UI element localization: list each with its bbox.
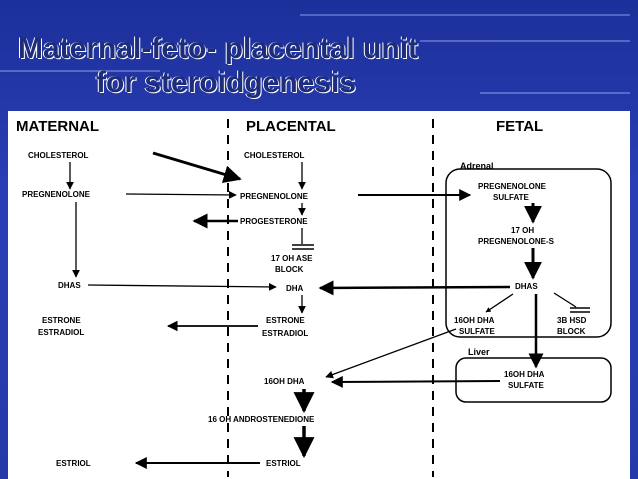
fetal-16oh-dha-sulfate-line2: SULFATE: [459, 327, 496, 336]
fetal-dhas: DHAS: [515, 282, 538, 291]
arrow-fetal-dhas-hsd: [553, 292, 577, 308]
arrow-maternal-dhas-dha: [87, 283, 277, 291]
placental-cholesterol: CHOLESTEROL: [244, 151, 305, 160]
arrow-liver-16oh-dha-placenta: [330, 375, 501, 388]
fetal-3b-hsd-line2: BLOCK: [557, 327, 586, 336]
header-maternal: MATERNAL: [16, 118, 99, 135]
placental-block-line2: BLOCK: [275, 265, 304, 274]
header-fetal: FETAL: [496, 118, 543, 135]
fetal-3b-hsd-line1: 3B HSD: [557, 316, 587, 325]
placental-estriol: ESTRIOL: [266, 459, 301, 468]
arrow-fetal-dhas-16oh: [485, 293, 514, 313]
placental-progesterone: PROGESTERONE: [240, 217, 308, 226]
fetal-liver-16oh-dha-line1: 16OH DHA: [504, 370, 545, 379]
adrenal-box: [445, 168, 612, 338]
arrow-fetal-16oh-dha-sulfate-placenta: [325, 328, 457, 379]
fetal-liver-16oh-dha-line2: SULFATE: [508, 381, 545, 390]
fetal-pregnenolone-sulfate-line2: SULFATE: [493, 193, 530, 202]
placental-pregnenolone: PREGNENOLONE: [240, 192, 309, 201]
placental-estradiol: ESTRADIOL: [262, 329, 308, 338]
fetal-pregnenolone-sulfate-line1: PREGNENOLONE: [478, 182, 547, 191]
title-line-1: Maternal-feto- placental unit: [18, 32, 419, 65]
placental-16oh-dha: 16OH DHA: [264, 377, 305, 386]
liver-box: [455, 357, 612, 403]
arrow-maternal-placental-cholesterol: [152, 151, 242, 183]
background-streak: [420, 40, 630, 42]
fetal-liver-label: Liver: [468, 347, 490, 357]
maternal-cholesterol: CHOLESTEROL: [28, 151, 89, 160]
maternal-dhas: DHAS: [58, 281, 81, 290]
arrow-maternal-placental-pregnenolone: [125, 191, 237, 199]
background-streak: [0, 70, 160, 72]
slide-title: Maternal-feto- placental unit for steroi…: [18, 32, 478, 100]
placental-block-line1: 17 OH ASE: [271, 254, 313, 263]
maternal-estradiol: ESTRADIOL: [38, 328, 84, 337]
fetal-17oh-line2: PREGNENOLONE-S: [478, 237, 555, 246]
title-line-2: for steroidgenesis: [96, 66, 357, 99]
maternal-estrone: ESTRONE: [42, 316, 81, 325]
background-streak: [480, 92, 630, 94]
placental-16oh-androstenedione: 16 OH ANDROSTENEDIONE: [208, 415, 315, 424]
placental-estrone: ESTRONE: [266, 316, 305, 325]
background-streak: [300, 14, 630, 16]
placental-dha: DHA: [286, 284, 304, 293]
maternal-pregnenolone: PREGNENOLONE: [22, 190, 91, 199]
header-placental: PLACENTAL: [246, 118, 336, 135]
fetal-adrenal-label: Adrenal: [460, 161, 494, 171]
arrow-fetal-dhas-dha: [318, 280, 511, 296]
fetal-16oh-dha-sulfate-line1: 16OH DHA: [454, 316, 495, 325]
maternal-estriol: ESTRIOL: [56, 459, 91, 468]
steroidgenesis-diagram: MATERNAL PLACENTAL FETAL CHOLESTEROL PRE…: [8, 111, 630, 479]
fetal-17oh-line1: 17 OH: [511, 226, 534, 235]
diagram-canvas: MATERNAL PLACENTAL FETAL CHOLESTEROL PRE…: [16, 118, 612, 477]
